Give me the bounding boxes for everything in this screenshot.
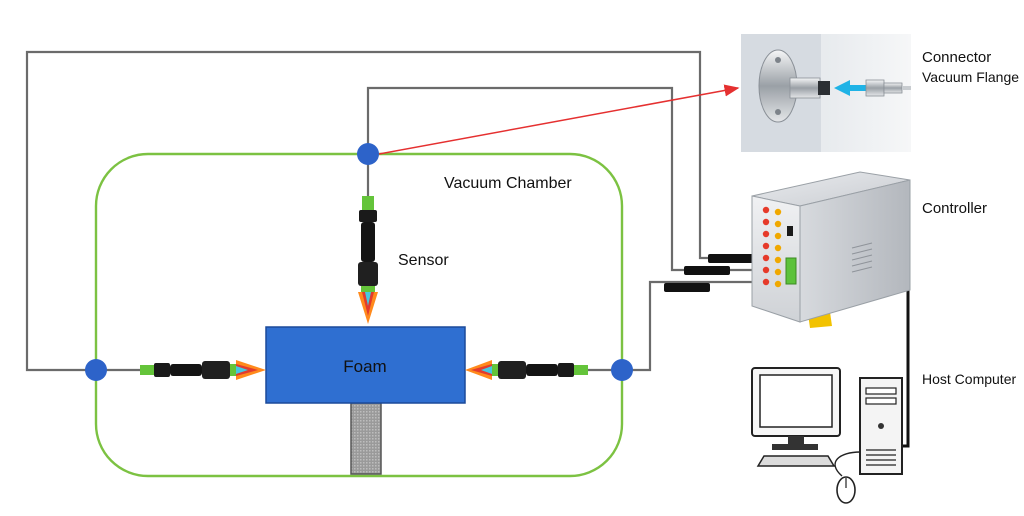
- feedthrough-left: [85, 359, 107, 381]
- controller-unit: [751, 171, 911, 328]
- cable-sleeve: [684, 266, 730, 275]
- host-computer: [751, 367, 903, 504]
- sensor-label: Sensor: [398, 252, 449, 269]
- left-sensor: [140, 360, 266, 380]
- connector-label-line2: Vacuum Flange: [922, 69, 1019, 85]
- controller-label: Controller: [922, 200, 987, 217]
- host-computer-label: Host Computer: [922, 371, 1016, 387]
- connector-pointer-arrow: [378, 84, 740, 155]
- cables: [25, 50, 760, 372]
- feedthrough-right: [611, 359, 633, 381]
- feedthrough-top: [357, 143, 379, 165]
- cable-sleeves: [664, 254, 754, 292]
- cable-right-to-controller: [622, 280, 760, 372]
- foam-support-stand: [350, 402, 382, 475]
- foam-block: [265, 326, 466, 404]
- connector-vacuum-flange-image: [741, 34, 911, 152]
- right-sensor: [465, 360, 588, 380]
- vacuum-chamber-label: Vacuum Chamber: [444, 175, 572, 192]
- cable-sleeve: [664, 283, 710, 292]
- foam-label: Foam: [343, 357, 386, 376]
- cable-sleeve: [708, 254, 754, 263]
- top-sensor: [358, 196, 378, 324]
- connector-label-line1: Connector: [922, 49, 991, 66]
